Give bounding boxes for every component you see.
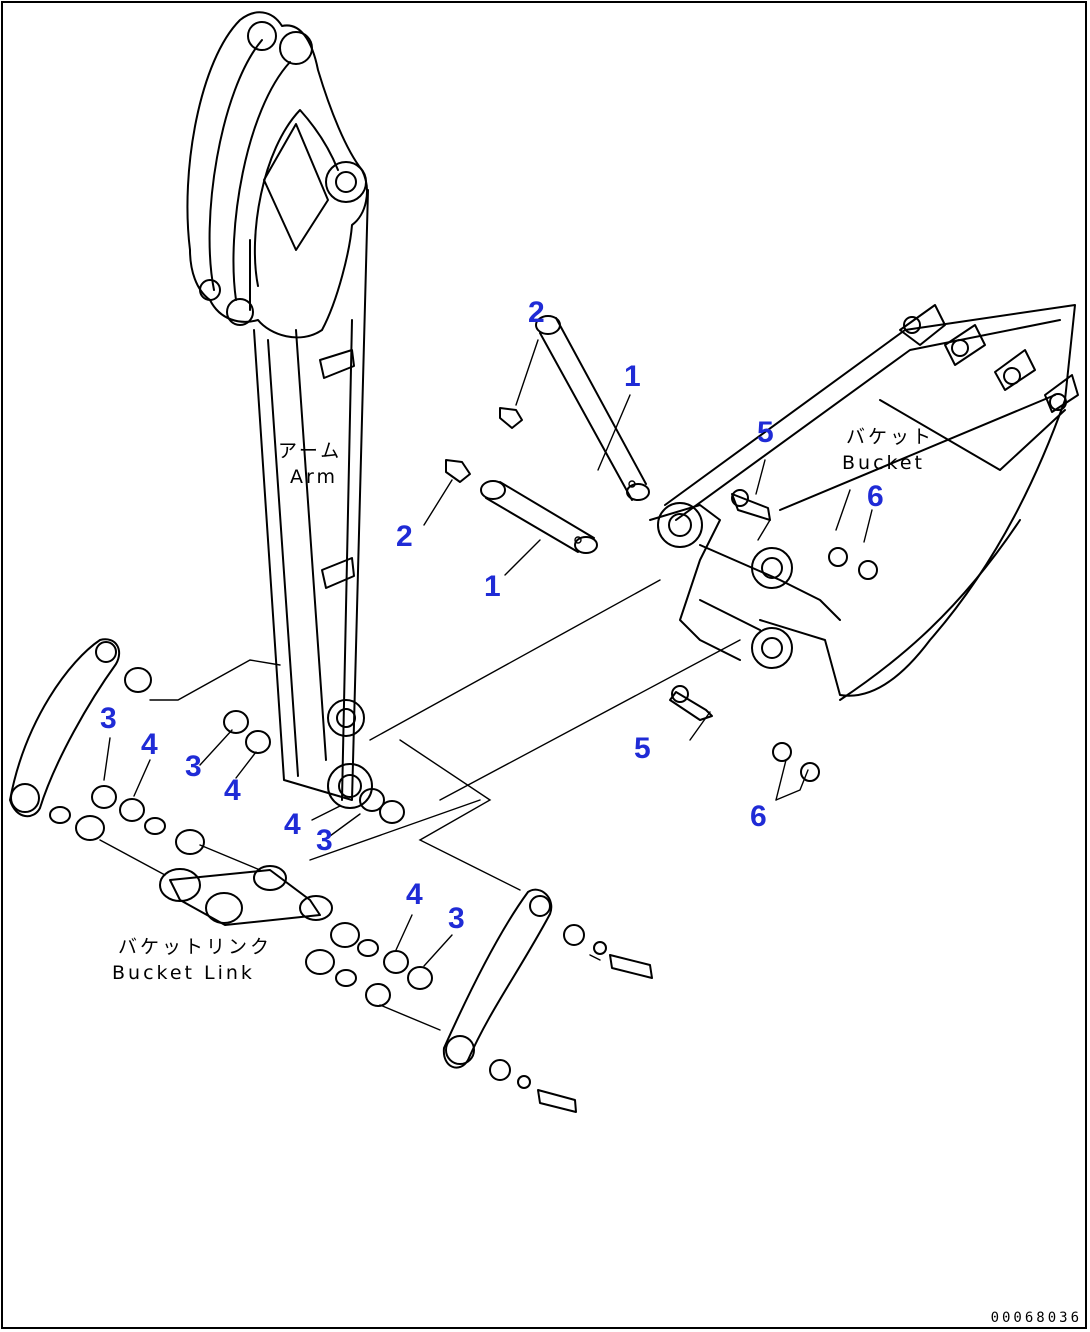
arm-label-jp: アーム xyxy=(278,440,343,462)
callout-3-right: 3 xyxy=(448,902,465,935)
bucket-link-label-en: Bucket Link xyxy=(112,962,255,984)
arm-part xyxy=(186,11,373,809)
callout-3-arm: 3 xyxy=(316,824,333,857)
callout-1-mid: 1 xyxy=(484,570,501,603)
bucket-label-en: Bucket xyxy=(842,452,925,474)
arm-label-en: Arm xyxy=(290,466,338,488)
side-links xyxy=(9,638,553,1069)
bucket-link-part xyxy=(49,806,379,987)
callout-4-center: 4 xyxy=(224,774,241,807)
callout-3-left: 3 xyxy=(100,702,117,735)
callout-6-bottom: 6 xyxy=(750,800,767,833)
callout-2-top: 2 xyxy=(528,296,545,329)
pins-and-fittings xyxy=(445,315,771,721)
bucket-label-jp: バケット xyxy=(846,426,935,448)
callout-6-top: 6 xyxy=(867,480,884,513)
callout-5-bottom: 5 xyxy=(634,732,651,765)
washers-shims xyxy=(91,547,878,1113)
callout-4-left: 4 xyxy=(141,728,158,761)
callout-1-top: 1 xyxy=(624,360,641,393)
callout-3-center: 3 xyxy=(185,750,202,783)
bucket-link-label-jp: バケットリンク xyxy=(118,936,273,958)
bucket-part xyxy=(649,304,1079,701)
callout-2-mid: 2 xyxy=(396,520,413,553)
callout-4-arm: 4 xyxy=(284,808,301,841)
drawing-number: 00068036 xyxy=(990,1310,1082,1326)
callout-5-top: 5 xyxy=(757,416,774,449)
assembly-guide-lines xyxy=(99,339,873,1031)
callout-4-right: 4 xyxy=(406,878,423,911)
